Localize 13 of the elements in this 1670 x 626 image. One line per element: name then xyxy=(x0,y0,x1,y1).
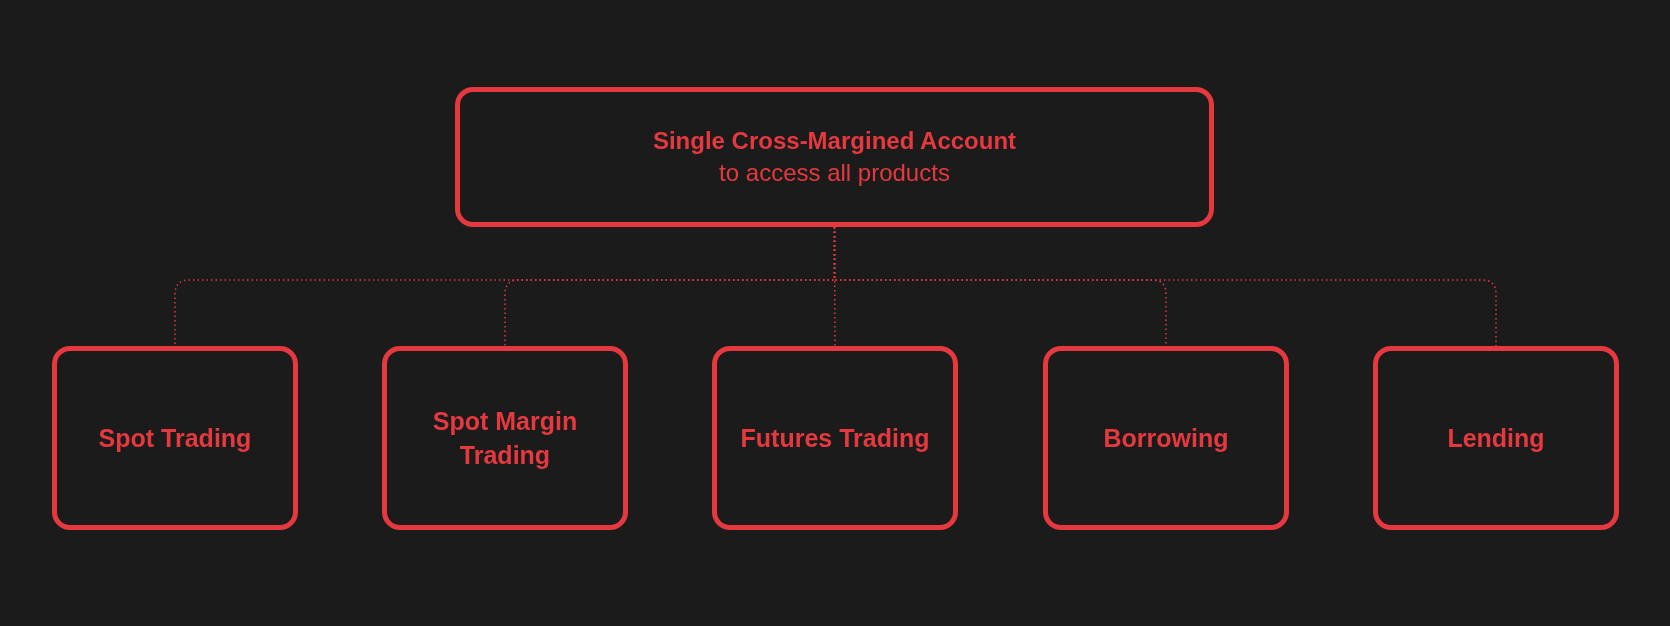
label: Spot Trading xyxy=(97,423,253,454)
product-box xyxy=(52,346,298,530)
label: Lending xyxy=(1446,423,1546,454)
product-box xyxy=(712,346,958,530)
label: Borrowing xyxy=(1102,423,1230,454)
subtitle: to access all products xyxy=(719,158,950,188)
product-box xyxy=(1043,346,1289,530)
label: Single Cross-Margined Account xyxy=(652,126,1017,156)
label: Futures Trading xyxy=(739,423,931,454)
product-box xyxy=(1373,346,1619,530)
product-box xyxy=(382,346,628,530)
account-box xyxy=(455,87,1214,227)
label: Spot Margin Trading xyxy=(431,406,579,471)
